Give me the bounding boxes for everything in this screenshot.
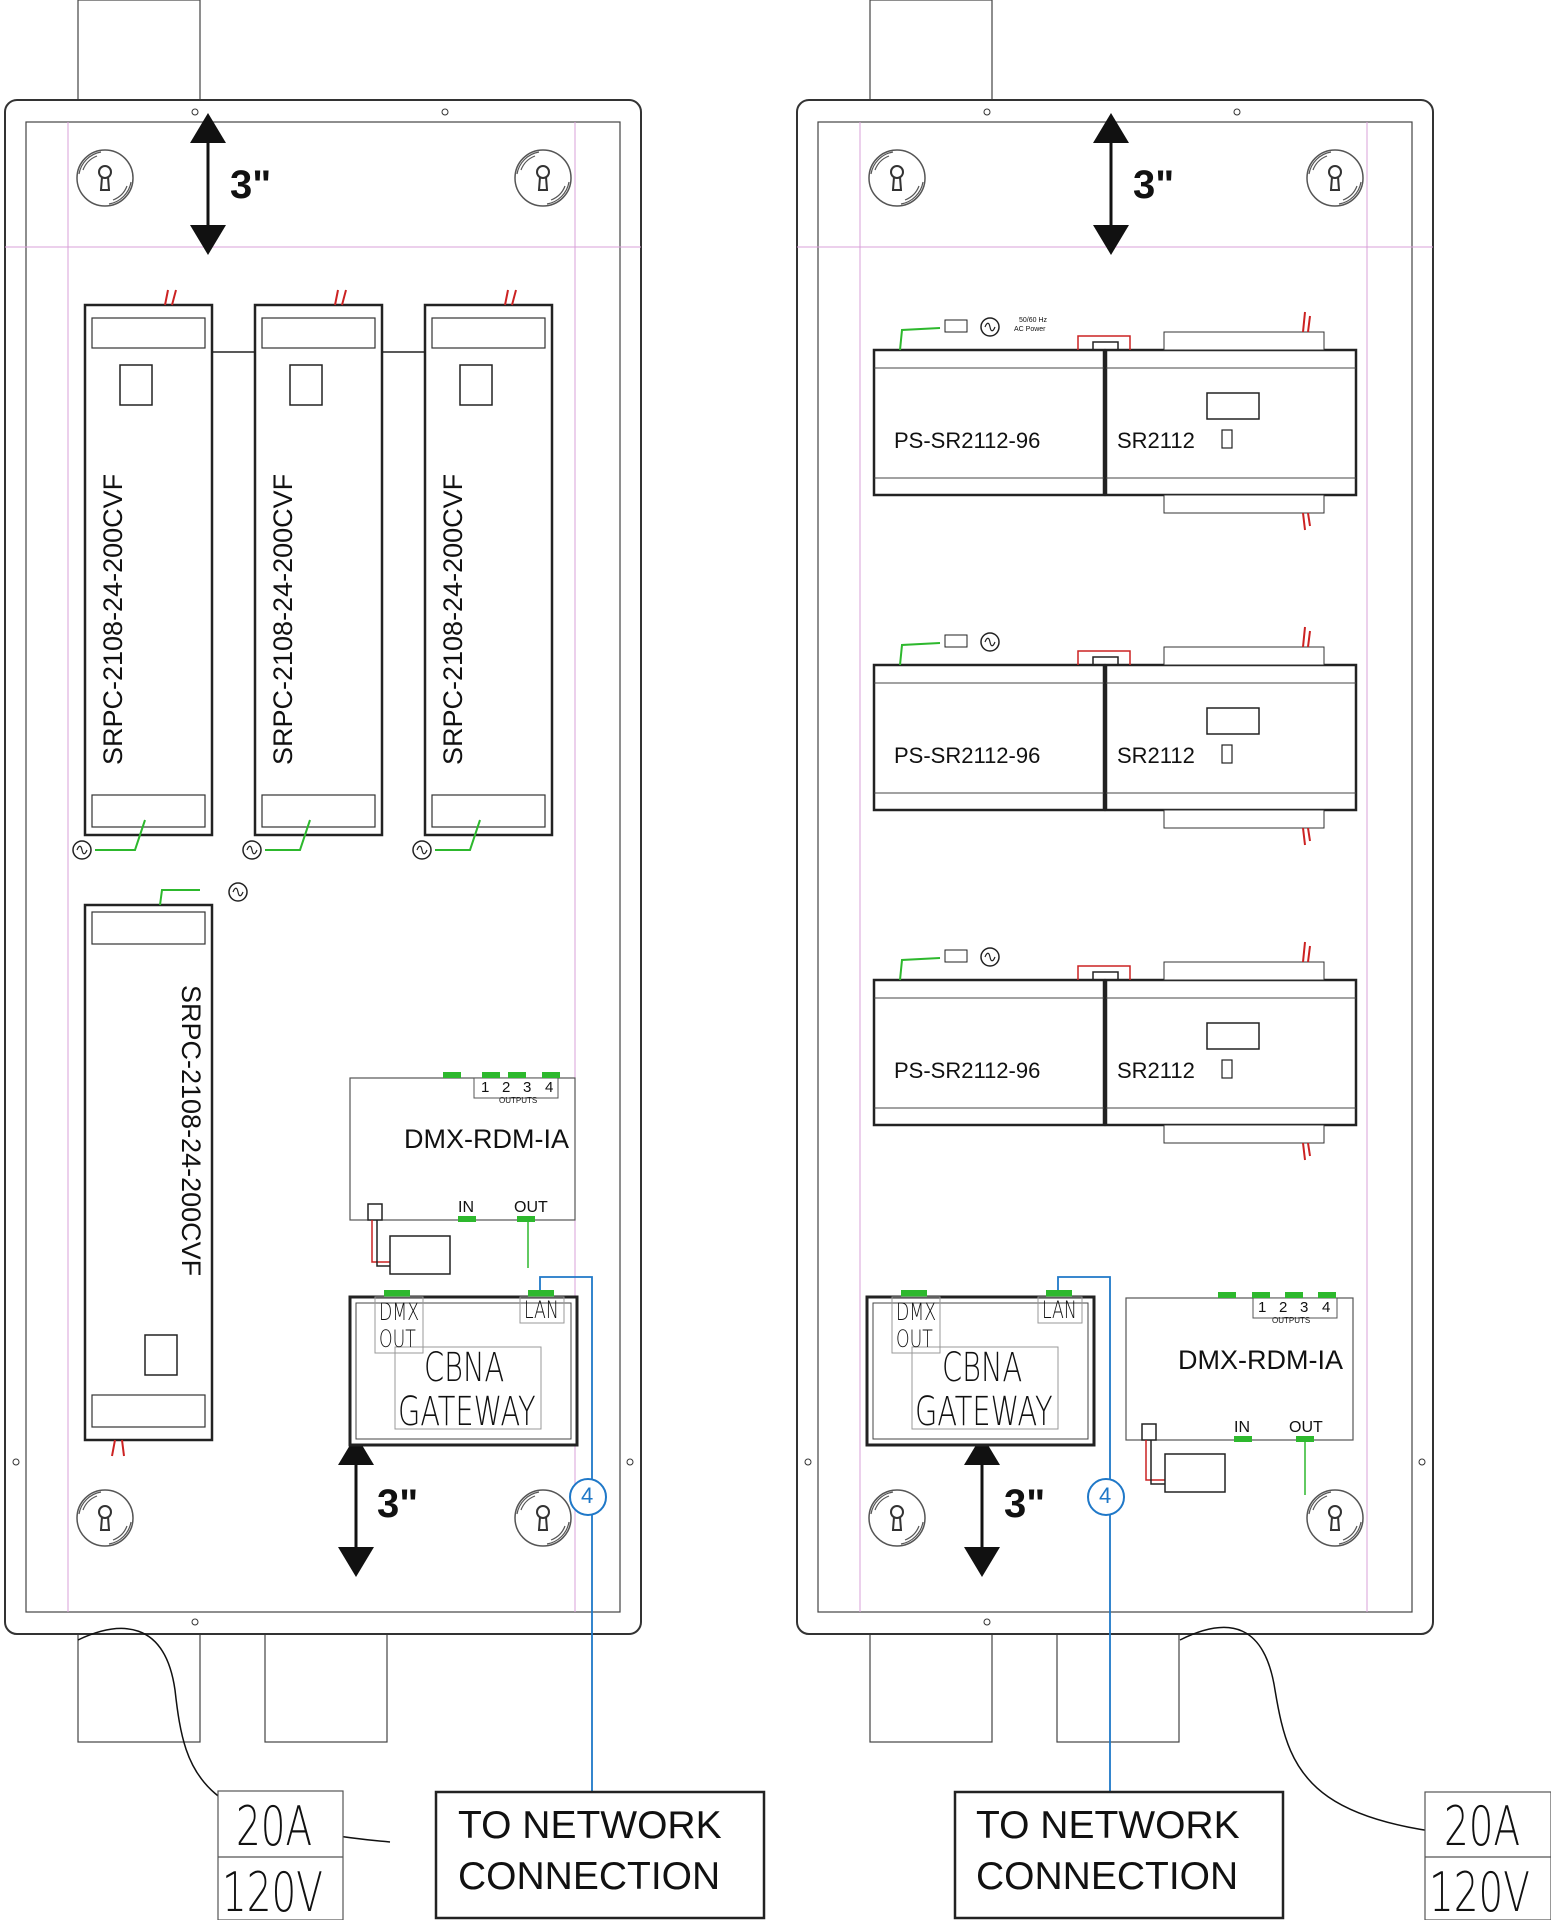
- dmx-rdm-left-output-4: 4: [545, 1079, 554, 1096]
- gateway-right-line1: CBNA: [942, 1345, 1023, 1391]
- row-3: [872, 941, 1358, 1161]
- network-box-right-line1: TO NETWORK: [976, 1804, 1240, 1847]
- dmx-rdm-left-out: OUT: [514, 1199, 548, 1216]
- dmx-rdm-right-outputs-label: OUTPUTS: [1272, 1316, 1311, 1325]
- gateway-right-dmx: DMX: [896, 1298, 937, 1326]
- gateway-left-line2: GATEWAY: [398, 1389, 536, 1435]
- dmx-rdm-right: [1125, 1292, 1354, 1495]
- row-2: [872, 626, 1358, 846]
- network-box-left-line2: CONNECTION: [458, 1855, 721, 1898]
- dmx-rdm-right-output-1: 1: [1258, 1299, 1267, 1316]
- left-panel: [4, 0, 766, 1921]
- row-3-controller: SR2112: [1117, 1058, 1195, 1083]
- row-1: [872, 311, 1358, 531]
- clearance-label-bottom-left: 3": [377, 1482, 419, 1526]
- clearance-label-top-right: 3": [1133, 163, 1175, 207]
- power-right-volts: 120V: [1429, 1861, 1530, 1924]
- row-2-controller: SR2112: [1117, 743, 1195, 768]
- dmx-rdm-left-output-3: 3: [523, 1079, 532, 1096]
- row-2-ps: PS-SR2112-96: [894, 743, 1041, 768]
- gateway-right: [865, 1290, 1096, 1447]
- power-left-volts: 120V: [222, 1861, 323, 1924]
- gateway-left-lan: LAN: [524, 1296, 559, 1324]
- dmx-rdm-right-label: DMX-RDM-IA: [1178, 1345, 1343, 1375]
- clearance-label-bottom-right: 3": [1004, 1482, 1046, 1526]
- dmx-rdm-left-output-1: 1: [481, 1079, 490, 1096]
- row-3-ps: PS-SR2112-96: [894, 1058, 1041, 1083]
- right-panel: [796, 0, 1551, 1921]
- driver-1-label: SRPC-2108-24-200CVF: [98, 473, 128, 765]
- network-box-right-line2: CONNECTION: [976, 1855, 1239, 1898]
- dmx-rdm-left-label: DMX-RDM-IA: [404, 1124, 569, 1154]
- gateway-left: [348, 1290, 579, 1447]
- network-tag-left: 4: [581, 1483, 594, 1508]
- row-1-controller: SR2112: [1117, 428, 1195, 453]
- dmx-rdm-left: [349, 1072, 576, 1275]
- driver-2-label: SRPC-2108-24-200CVF: [268, 473, 298, 765]
- gateway-right-line2: GATEWAY: [915, 1389, 1053, 1435]
- gateway-right-lan: LAN: [1042, 1296, 1077, 1324]
- dmx-rdm-right-in: IN: [1234, 1419, 1250, 1436]
- driver-3: [423, 303, 554, 837]
- dmx-rdm-right-out: OUT: [1289, 1419, 1323, 1436]
- dmx-rdm-right-output-2: 2: [1279, 1299, 1288, 1316]
- gateway-left-out: OUT: [379, 1325, 416, 1353]
- ac-label-row-1: 50/60 Hz: [1019, 317, 1048, 324]
- dmx-rdm-left-outputs-label: OUTPUTS: [499, 1096, 538, 1105]
- driver-4: [83, 903, 214, 1442]
- power-right-amps: 20A: [1444, 1795, 1521, 1858]
- row-1-ps: PS-SR2112-96: [894, 428, 1041, 453]
- dmx-rdm-left-output-2: 2: [502, 1079, 511, 1096]
- network-tag-right: 4: [1099, 1483, 1112, 1508]
- clearance-label-top-left: 3": [230, 163, 272, 207]
- ac-power-row-1: AC Power: [1014, 326, 1046, 333]
- network-box-left-line1: TO NETWORK: [458, 1804, 722, 1847]
- dmx-rdm-left-in: IN: [458, 1199, 474, 1216]
- gateway-right-out: OUT: [896, 1325, 933, 1353]
- driver-4-label: SRPC-2108-24-200CVF: [176, 985, 206, 1277]
- dmx-rdm-right-output-4: 4: [1322, 1299, 1331, 1316]
- driver-1: [83, 303, 214, 837]
- dmx-rdm-right-output-3: 3: [1300, 1299, 1309, 1316]
- driver-3-label: SRPC-2108-24-200CVF: [438, 473, 468, 765]
- gateway-left-line1: CBNA: [424, 1345, 505, 1391]
- power-left-amps: 20A: [236, 1795, 313, 1858]
- driver-2: [253, 303, 384, 837]
- gateway-left-dmx: DMX: [379, 1298, 420, 1326]
